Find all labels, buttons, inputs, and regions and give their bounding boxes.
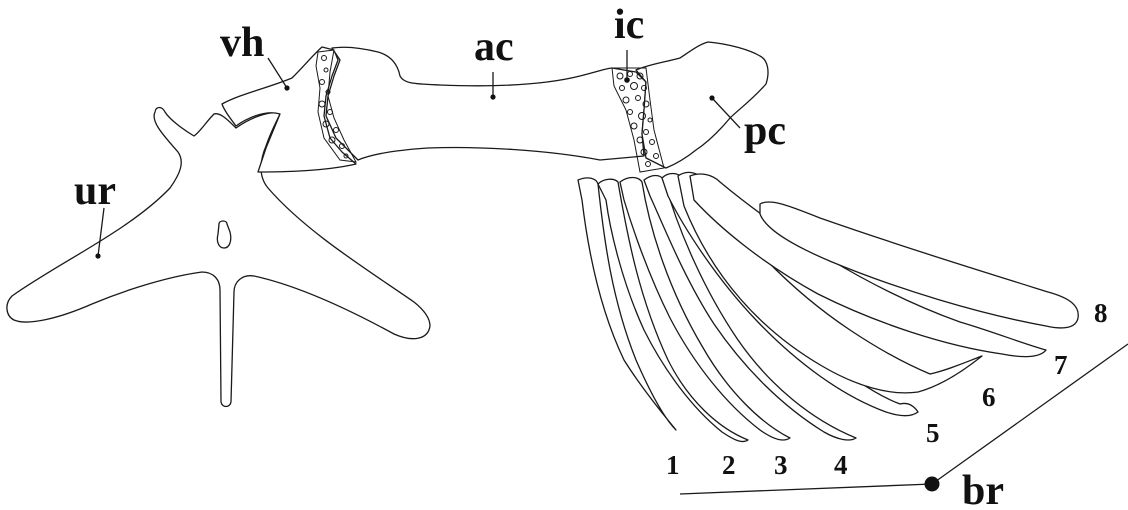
- vh-pointer-dot: [284, 85, 289, 90]
- ray-number-1: 1: [666, 450, 680, 480]
- label-ac: ac: [474, 24, 514, 70]
- branchiostegal-rays: [578, 172, 1078, 441]
- ray-number-2: 2: [722, 450, 736, 480]
- label-pc: pc: [744, 108, 786, 154]
- ray-number-7: 7: [1054, 350, 1068, 380]
- label-vh: vh: [220, 20, 264, 66]
- ray-number-8: 8: [1094, 298, 1108, 328]
- ur-pointer-dot: [95, 253, 100, 258]
- label-ur: ur: [74, 168, 116, 214]
- ray-number-4: 4: [834, 450, 848, 480]
- ac-pointer-dot: [490, 94, 495, 99]
- br-baseline: [680, 484, 932, 494]
- ray-number-6: 6: [982, 382, 996, 412]
- pc-pointer-dot: [709, 95, 714, 100]
- label-ic: ic: [614, 2, 644, 48]
- ray-number-5: 5: [926, 418, 940, 448]
- label-br: br: [962, 468, 1004, 510]
- ray-number-3: 3: [774, 450, 788, 480]
- ic-pointer-dot: [624, 77, 630, 83]
- br-pointer-dot: [925, 477, 940, 492]
